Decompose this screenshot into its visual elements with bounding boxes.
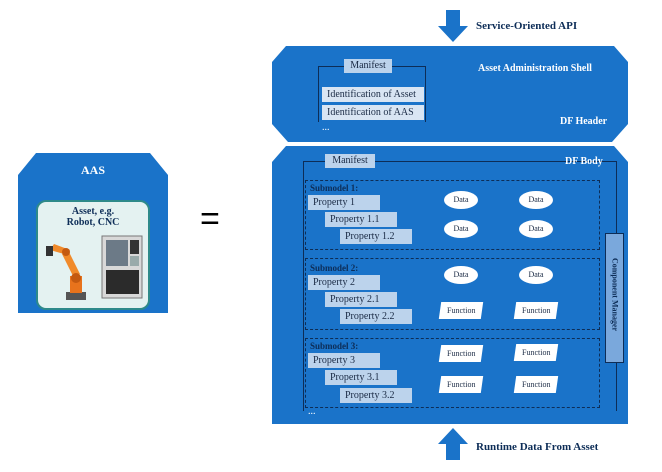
runtime-label: Runtime Data From Asset [476, 441, 599, 453]
submodel-3-item-3: Function [438, 376, 484, 393]
body-ellipsis: ... [308, 406, 316, 417]
asset-label-2: Robot, CNC [66, 217, 120, 228]
header-ellipsis: ... [322, 122, 330, 133]
submodel-2-title: Submodel 2: [310, 263, 359, 273]
submodel-3-frame [305, 338, 600, 408]
submodel-2-item-1: Data [444, 266, 478, 284]
asset-label-1: Asset, e.g. [71, 206, 115, 217]
submodel-3-item-2: Function [513, 344, 559, 361]
submodel-3-item-1: Function [438, 345, 484, 362]
body-manifest-label: Manifest [325, 154, 375, 168]
submodel-2-item-3: Function [438, 302, 484, 319]
component-manager-bar [605, 233, 624, 363]
identification-of-aas: Identification of AAS [322, 105, 424, 120]
aas-label: AAS [80, 163, 105, 177]
submodel-2-frame [305, 258, 600, 330]
submodel-1-frame [305, 180, 600, 250]
property-3: Property 3 [308, 353, 380, 368]
submodel-1-title: Submodel 1: [310, 183, 359, 193]
df-header-label: DF Header [560, 116, 608, 127]
component-manager-label: Component Manager [610, 257, 620, 332]
property-2: Property 2 [308, 275, 380, 290]
df-body-label: DF Body [565, 156, 603, 167]
header-manifest-label: Manifest [344, 59, 392, 73]
submodel-1-item-4: Data [519, 220, 553, 238]
api-label: Service-Oriented API [476, 20, 578, 32]
shell-title: Asset Administration Shell [478, 63, 592, 74]
robot-arm-icon [46, 244, 86, 300]
api-down-arrow-icon [438, 10, 468, 42]
submodel-3-item-4: Function [513, 376, 559, 393]
cnc-machine-icon [101, 235, 143, 299]
submodel-3-title: Submodel 3: [310, 341, 359, 351]
property-3-2: Property 3.2 [340, 388, 412, 403]
asset-panel: Asset, e.g. Robot, CNC [36, 200, 150, 310]
submodel-2-item-2: Data [519, 266, 553, 284]
property-1: Property 1 [308, 195, 380, 210]
identification-of-asset: Identification of Asset [322, 87, 424, 102]
runtime-up-arrow-icon [438, 428, 468, 460]
property-1-2: Property 1.2 [340, 229, 412, 244]
submodel-1-item-2: Data [519, 191, 553, 209]
property-2-2: Property 2.2 [340, 309, 412, 324]
submodel-1-item-1: Data [444, 191, 478, 209]
equals-sign: = [200, 200, 220, 238]
property-2-1: Property 2.1 [325, 292, 397, 307]
submodel-1-item-3: Data [444, 220, 478, 238]
submodel-2-item-4: Function [513, 302, 559, 319]
property-1-1: Property 1.1 [325, 212, 397, 227]
property-3-1: Property 3.1 [325, 370, 397, 385]
